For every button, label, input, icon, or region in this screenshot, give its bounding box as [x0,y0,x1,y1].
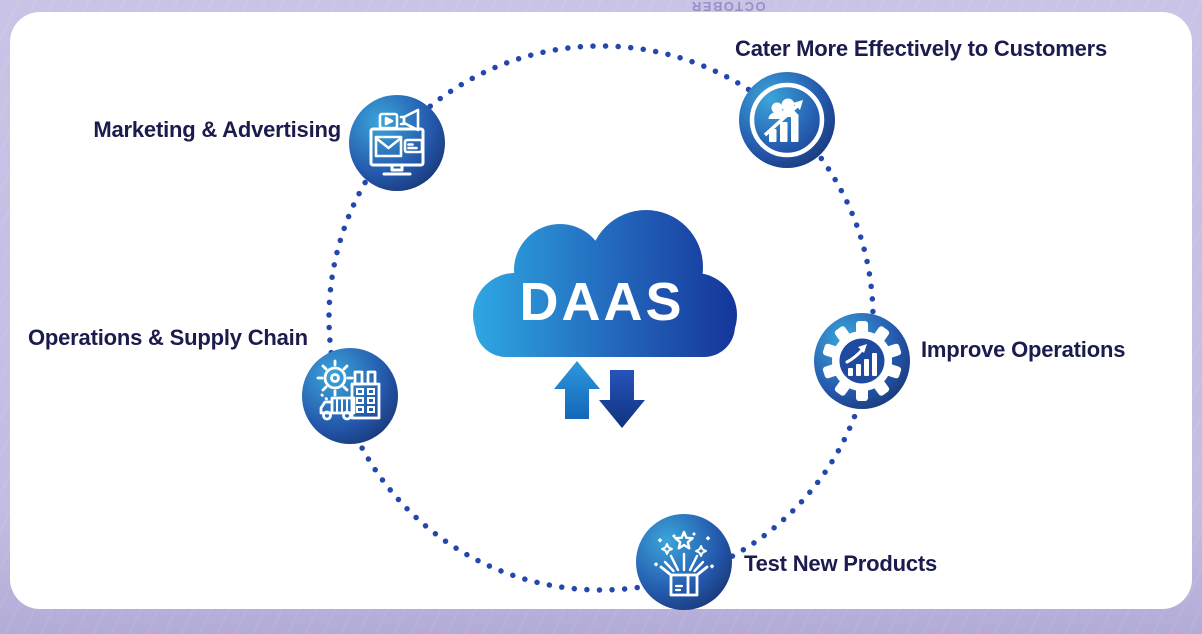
improve-operations-node [814,313,910,409]
customers-label: Cater More Effectively to Customers [735,36,1107,61]
daas-cloud: DAAS [473,210,737,428]
open-box-fireworks-icon [653,530,715,597]
marketing-monitor-megaphone-icon [369,108,425,176]
test-products-label: Test New Products [744,551,938,576]
test-products-node [636,514,732,610]
marketing-node [349,95,445,191]
operations-supply-label: Operations & Supply Chain [28,325,308,350]
marketing-label: Marketing & Advertising [93,117,341,142]
factory-truck-gear-icon [316,359,381,421]
improve-operations-label: Improve Operations [921,337,1126,362]
cloud-shape [473,210,737,357]
people-growth-chart-icon [749,82,825,158]
download-arrow-icon [599,370,645,428]
upload-arrow-icon [554,361,600,419]
customers-node [739,72,835,168]
operations-supply-node [302,348,398,444]
gear-growth-chart-icon [822,321,902,401]
daas-title: DAAS [519,272,684,332]
